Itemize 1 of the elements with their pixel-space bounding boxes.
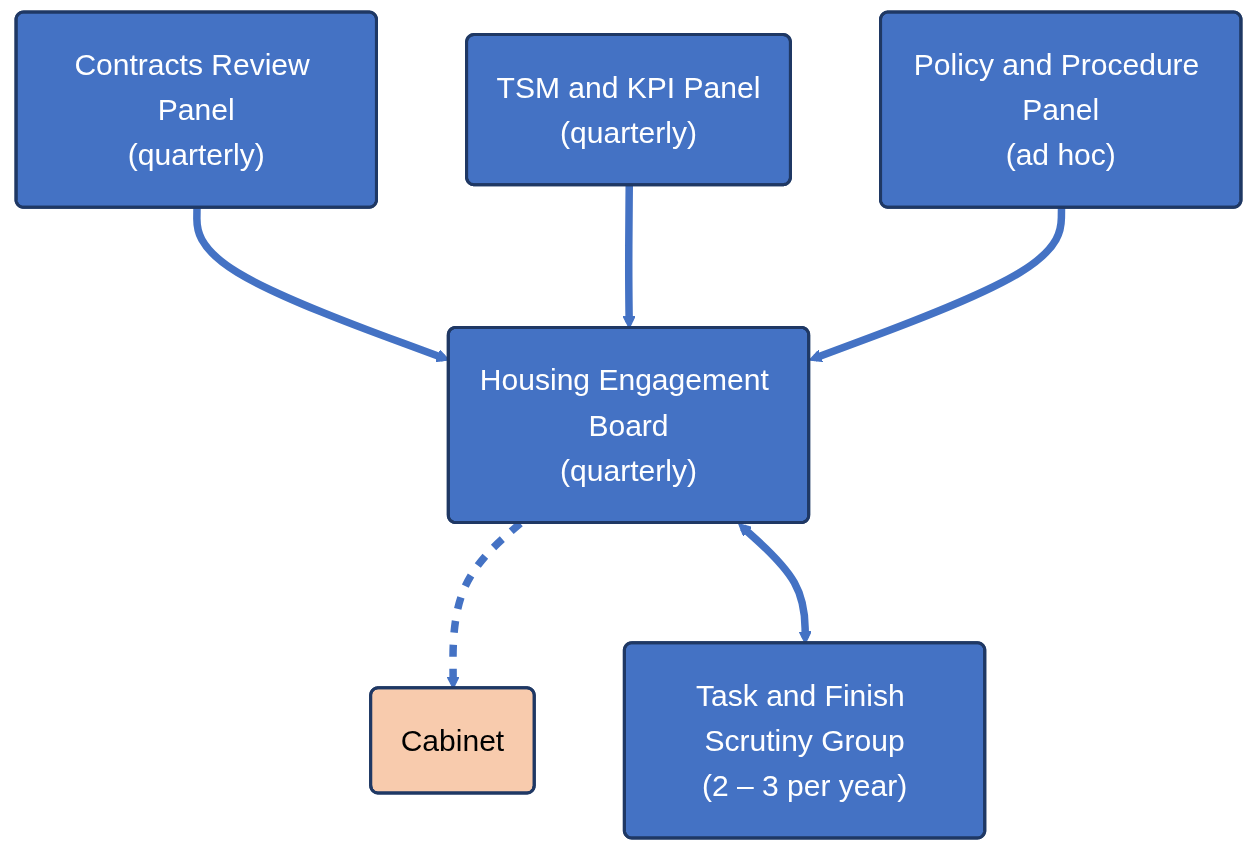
arrow	[808, 207, 1066, 363]
